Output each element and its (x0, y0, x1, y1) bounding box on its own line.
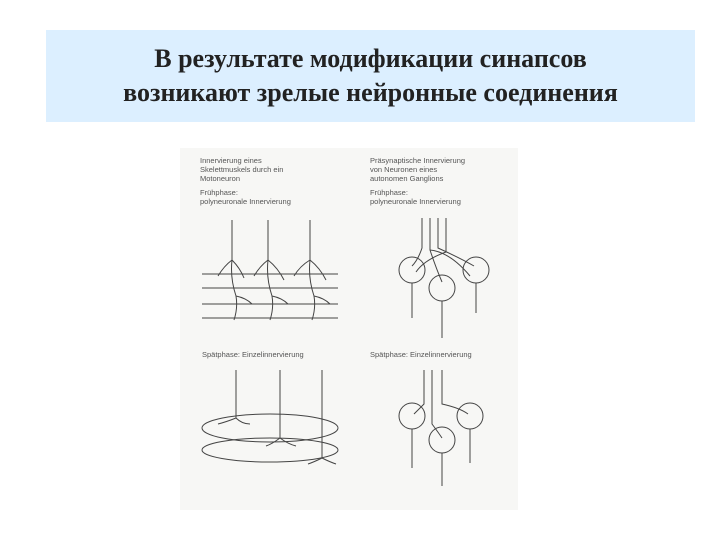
slide-title-line-2: возникают зрелые нейронные соединения (123, 76, 618, 110)
ganglion-neurons-early (399, 218, 489, 338)
caption-line: Skelettmuskels durch ein (200, 165, 291, 174)
muscle-fibers-early (202, 274, 338, 318)
caption-line: Motoneuron (200, 174, 291, 183)
phase-line: Frühphase: (370, 188, 465, 197)
caption-top-left: Innervierung eines Skelettmuskels durch … (200, 156, 291, 206)
caption-line: Präsynaptische Innervierung (370, 156, 465, 165)
phase-line: polyneuronale Innervierung (200, 197, 291, 206)
axons-early-muscle (218, 220, 330, 320)
ganglion-neurons-late (399, 370, 483, 486)
phase-line: Frühphase: (200, 188, 291, 197)
caption-line: autonomen Ganglions (370, 174, 465, 183)
slide-title-box: В результате модификации синапсов возник… (46, 30, 695, 122)
caption-line: Innervierung eines (200, 156, 291, 165)
innervation-figure: Innervierung eines Skelettmuskels durch … (180, 148, 518, 510)
muscle-fibers-late (202, 370, 338, 464)
caption-line: von Neuronen eines (370, 165, 465, 174)
slide-title-line-1: В результате модификации синапсов (154, 42, 587, 76)
phase-line: polyneuronale Innervierung (370, 197, 465, 206)
caption-top-right: Präsynaptische Innervierung von Neuronen… (370, 156, 465, 206)
caption-bottom-right: Spätphase: Einzelinnervierung (370, 350, 472, 359)
caption-bottom-left: Spätphase: Einzelinnervierung (202, 350, 304, 359)
